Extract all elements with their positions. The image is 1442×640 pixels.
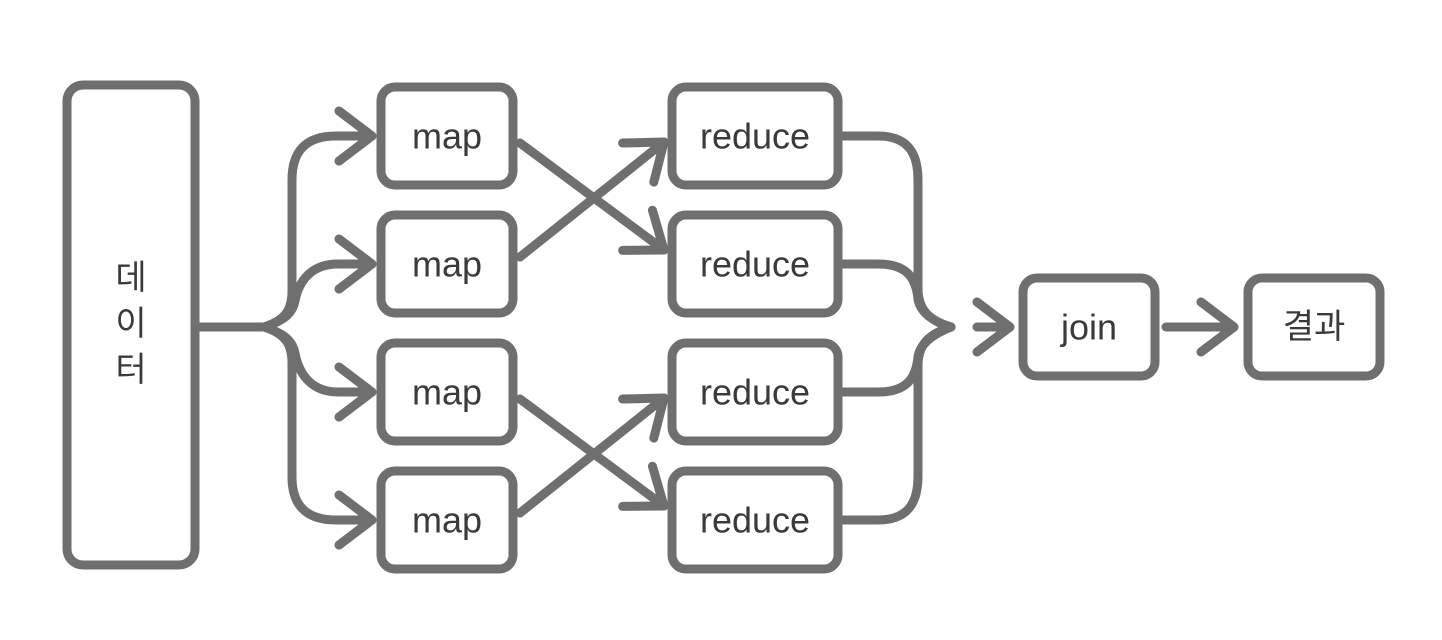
edge-data-to-map-1 bbox=[259, 106, 377, 332]
node-data bbox=[62, 80, 200, 570]
node-reduce-4 bbox=[667, 466, 843, 574]
fanout-edges bbox=[190, 106, 377, 550]
reduce-4-label: reduce bbox=[700, 500, 810, 541]
node-join bbox=[1018, 273, 1160, 381]
result-label: 결과 bbox=[1283, 308, 1346, 346]
node-map-4 bbox=[376, 466, 518, 574]
edge-map-2-to-reduce-1 bbox=[515, 137, 669, 262]
map-3-label: map bbox=[412, 372, 482, 413]
node-reduce-3 bbox=[667, 338, 843, 446]
merge-edges bbox=[833, 131, 1239, 525]
nodes bbox=[62, 80, 1385, 574]
map-1-label: map bbox=[412, 116, 482, 157]
node-map-1 bbox=[376, 82, 518, 190]
join-label: join bbox=[1060, 307, 1117, 348]
node-result bbox=[1243, 273, 1385, 381]
edge-reduce-4-to-merge bbox=[833, 322, 956, 525]
reduce-2-label: reduce bbox=[700, 244, 810, 285]
node-reduce-2 bbox=[667, 210, 843, 318]
reduce-3-label: reduce bbox=[700, 372, 810, 413]
data-label-char-3: 터 bbox=[115, 351, 146, 389]
edge-data-to-map-2 bbox=[259, 234, 377, 332]
map-2-label: map bbox=[412, 244, 482, 285]
data-label-char-2: 이 bbox=[115, 305, 146, 343]
edge-map-4-to-reduce-3 bbox=[515, 393, 669, 518]
data-label-char-1: 데 bbox=[115, 259, 146, 297]
edge-reduce-2-to-merge bbox=[833, 259, 956, 332]
node-reduce-1 bbox=[667, 82, 843, 190]
node-map-3 bbox=[376, 338, 518, 446]
shuffle-edges bbox=[515, 137, 669, 518]
reduce-1-label: reduce bbox=[700, 116, 810, 157]
edge-data-to-map-4 bbox=[259, 322, 377, 550]
node-map-2 bbox=[376, 210, 518, 318]
node-labels: 데 이 터 map map map map reduce reduce redu… bbox=[115, 116, 1345, 541]
edge-reduce-1-to-merge bbox=[833, 131, 956, 332]
map-4-label: map bbox=[412, 500, 482, 541]
